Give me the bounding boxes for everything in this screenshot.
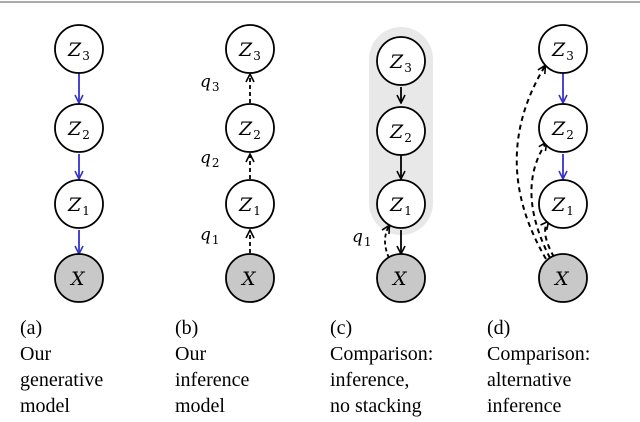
caption-b-line-1: (b) xyxy=(175,317,198,339)
edge-x-z2-inference xyxy=(530,143,551,259)
node-z2-sub: 2 xyxy=(253,128,261,142)
svg-text:Z2: Z2 xyxy=(389,121,412,145)
node-z1: Z1 xyxy=(538,179,588,229)
node-z3-sub: 3 xyxy=(566,49,574,63)
svg-text:X: X xyxy=(69,268,86,290)
node-x-base: X xyxy=(553,268,570,290)
node-z3-base: Z xyxy=(238,39,253,61)
edge-x-z1-inference xyxy=(545,222,555,258)
node-z1-sub: 1 xyxy=(253,204,261,218)
node-z3: Z3 xyxy=(54,24,104,74)
caption-a-line-2: Our xyxy=(20,343,51,365)
panel-c: Z3 Z2 Z1 X q1 (c) Comparison: inference,… xyxy=(330,27,433,417)
node-z3-sub: 3 xyxy=(253,49,261,63)
caption-d-line-1: (d) xyxy=(487,317,510,339)
node-z2-sub: 2 xyxy=(82,128,90,142)
svg-text:Z1: Z1 xyxy=(67,194,90,218)
node-z1-base: Z xyxy=(389,194,404,216)
svg-text:Z2: Z2 xyxy=(238,118,261,142)
node-x: X xyxy=(538,253,588,303)
panel-a: Z3 Z2 Z1 X (a) Our generative model xyxy=(20,24,104,417)
caption-d-line-2: Comparison: xyxy=(487,343,590,365)
caption-b-line-3: inference xyxy=(175,369,250,391)
caption-a-line-3: generative xyxy=(20,369,103,391)
caption-d-line-3: alternative xyxy=(487,369,572,391)
node-x: X xyxy=(54,253,104,303)
node-z1-sub: 1 xyxy=(82,204,90,218)
svg-text:Z3: Z3 xyxy=(238,39,261,63)
edge-x-z1-inference xyxy=(385,226,389,259)
caption-c-line-3: inference, xyxy=(330,369,409,391)
node-z2-base: Z xyxy=(551,118,566,140)
node-z1-base: Z xyxy=(551,194,566,216)
edge-label-q3: q3 xyxy=(200,72,220,94)
node-z2-base: Z xyxy=(67,118,82,140)
caption-a: (a) Our generative model xyxy=(20,317,103,417)
caption-b-line-2: Our xyxy=(175,343,206,365)
node-z3-base: Z xyxy=(67,39,82,61)
node-z2: Z2 xyxy=(54,103,104,153)
caption-c-line-1: (c) xyxy=(330,317,352,339)
svg-text:X: X xyxy=(553,268,570,290)
node-z1: Z1 xyxy=(54,179,104,229)
node-z1-base: Z xyxy=(67,194,82,216)
svg-text:Z2: Z2 xyxy=(67,118,90,142)
caption-b-line-4: model xyxy=(175,395,225,417)
node-z1-sub: 1 xyxy=(566,204,574,218)
svg-text:Z1: Z1 xyxy=(551,194,574,218)
svg-text:X: X xyxy=(240,268,257,290)
svg-text:Z3: Z3 xyxy=(551,39,574,63)
node-z2-sub: 2 xyxy=(566,128,574,142)
node-z3: Z3 xyxy=(538,24,588,74)
node-z2-base: Z xyxy=(389,121,404,143)
node-z2-base: Z xyxy=(238,118,253,140)
node-z1-sub: 1 xyxy=(404,204,412,218)
svg-text:Z2: Z2 xyxy=(551,118,574,142)
node-z3: Z3 xyxy=(376,36,426,86)
node-x-base: X xyxy=(391,268,408,290)
node-z3: Z3 xyxy=(225,24,275,74)
node-z2: Z2 xyxy=(538,103,588,153)
caption-c: (c) Comparison: inference, no stacking xyxy=(330,317,433,417)
node-x-base: X xyxy=(240,268,257,290)
edge-label-q1: q1 xyxy=(200,225,220,247)
caption-a-line-4: model xyxy=(20,395,70,417)
edge-x-z3-inference xyxy=(515,66,547,260)
node-x: X xyxy=(225,253,275,303)
node-z1: Z1 xyxy=(225,179,275,229)
caption-c-line-2: Comparison: xyxy=(330,343,433,365)
edge-label-q2: q2 xyxy=(200,148,220,170)
caption-b: (b) Our inference model xyxy=(175,317,250,417)
node-x: X xyxy=(376,253,426,303)
svg-text:Z1: Z1 xyxy=(238,194,261,218)
caption-d: (d) Comparison: alternative inference xyxy=(487,317,590,417)
node-z1: Z1 xyxy=(376,179,426,229)
caption-c-line-4: no stacking xyxy=(330,395,422,417)
node-z2: Z2 xyxy=(376,106,426,156)
svg-text:X: X xyxy=(391,268,408,290)
node-z3-sub: 3 xyxy=(404,61,412,75)
edge-label-q1: q1 xyxy=(352,227,372,249)
svg-text:Z3: Z3 xyxy=(389,51,412,75)
node-x-base: X xyxy=(69,268,86,290)
caption-d-line-4: inference xyxy=(487,395,562,417)
node-z3-sub: 3 xyxy=(82,49,90,63)
svg-text:Z3: Z3 xyxy=(67,39,90,63)
node-z3-base: Z xyxy=(551,39,566,61)
node-z2-sub: 2 xyxy=(404,131,412,145)
node-z3-base: Z xyxy=(389,51,404,73)
panel-b: Z3 Z2 Z1 X q3 q2 q1 (b) Our inference mo… xyxy=(175,24,275,417)
caption-a-line-1: (a) xyxy=(20,317,42,339)
panel-d: Z3 Z2 Z1 X (d) Comparison: alternative i… xyxy=(487,24,590,417)
node-z1-base: Z xyxy=(238,194,253,216)
svg-text:Z1: Z1 xyxy=(389,194,412,218)
node-z2: Z2 xyxy=(225,103,275,153)
